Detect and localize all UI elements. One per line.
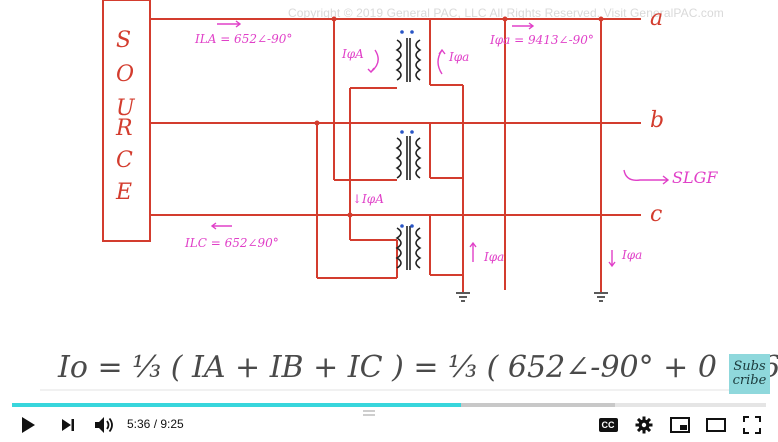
miniplayer-button[interactable] [666, 413, 694, 437]
drag-handle-icon[interactable] [362, 409, 376, 417]
next-icon [62, 419, 74, 431]
fault-label: SLGF [672, 168, 718, 187]
current-label-iphsec-right: Iφa [622, 248, 643, 262]
volume-icon [95, 417, 113, 433]
circuit-diagram [40, 0, 740, 391]
progress-buffered [460, 403, 616, 407]
subscribe-text-line-2: cribe [732, 373, 767, 388]
play-icon [22, 417, 35, 433]
source-box [102, 0, 151, 242]
current-label-iphsec-top: Iφa [449, 50, 470, 64]
phase-label-b: b [650, 108, 665, 133]
volume-button[interactable] [90, 413, 118, 437]
current-label-ipha-mid: ↓IφA [352, 192, 384, 206]
cc-icon: CC [598, 418, 618, 432]
gear-icon [635, 416, 653, 434]
transformer-3 [395, 226, 422, 270]
source-letter: E [116, 180, 133, 205]
zero-sequence-equation: Io = ⅓ ( IA + IB + IC ) = ⅓ ( 652∠-90° +… [58, 350, 778, 385]
current-label-iphsec-bottom: Iφa [484, 250, 505, 264]
subscribe-text-line-1: Subs [733, 359, 766, 374]
next-button[interactable] [54, 413, 82, 437]
current-label-ila: ILA = 652∠-90° [195, 32, 293, 46]
current-label-ipha-top: IφA [342, 47, 364, 61]
source-letter: S [116, 28, 132, 53]
phase-label-a: a [650, 6, 664, 31]
theater-icon [706, 418, 726, 432]
theater-mode-button[interactable] [702, 413, 730, 437]
video-frame[interactable]: Copyright © 2019 General PAC, LLC All Ri… [0, 0, 778, 402]
source-letter: R [116, 116, 133, 141]
source-letter: O [116, 62, 135, 87]
progress-bar[interactable] [12, 403, 766, 407]
fullscreen-icon [743, 416, 761, 434]
source-letter: U [116, 96, 135, 121]
phase-label-c: c [650, 202, 663, 227]
progress-played [12, 403, 461, 407]
subscribe-badge[interactable]: Subs cribe [729, 354, 770, 394]
miniplayer-icon [670, 417, 690, 433]
settings-button[interactable] [630, 413, 658, 437]
transformer-2 [395, 136, 422, 180]
copyright-watermark: Copyright © 2019 General PAC, LLC All Ri… [288, 6, 724, 20]
current-label-ipha: Iφa = 9413∠-90° [490, 33, 594, 47]
fault-arrow [623, 169, 670, 185]
play-button[interactable] [14, 413, 42, 437]
transformer-1 [395, 38, 422, 82]
time-display: 5:36 / 9:25 [127, 417, 184, 431]
ground-symbol [456, 292, 608, 302]
fullscreen-button[interactable] [738, 413, 766, 437]
source-letter: C [116, 148, 133, 173]
captions-button[interactable]: CC [594, 413, 622, 437]
current-label-ilc: ILC = 652∠90° [185, 236, 279, 250]
